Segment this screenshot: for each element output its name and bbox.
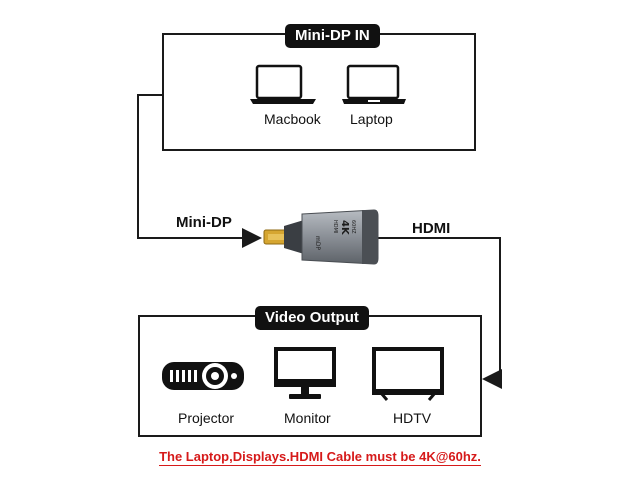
requirement-note-text: The Laptop,Displays.HDMI Cable must be 4… [159,449,481,466]
hdmi-label: HDMI [412,220,451,237]
macbook-label: Macbook [264,111,321,127]
mini-dp-label: Mini-DP [176,214,232,231]
hdtv-icon [372,347,444,401]
mini-dp-wire [137,94,262,248]
input-box [162,33,476,151]
svg-text:mDP: mDP [314,236,321,250]
laptop-label: Laptop [350,111,393,127]
adapter-text-60hz: 60HZ [350,220,356,234]
projector-label: Projector [178,410,235,426]
adapter-text-hdmi: HDMI [332,220,338,233]
adapter-icon: mDP HDMI 4K 60HZ [263,209,379,265]
projector-icon [162,362,244,390]
monitor-icon [274,347,336,399]
input-box-title: Mini-DP IN [285,24,380,48]
adapter-text-4k: 4K [339,220,350,236]
hdmi-wire [378,237,502,389]
macbook-icon [250,64,316,104]
laptop-icon [342,64,406,104]
monitor-label: Monitor [284,410,331,426]
requirement-note: The Laptop,Displays.HDMI Cable must be 4… [0,448,640,466]
hdtv-label: HDTV [393,410,432,426]
output-box-title: Video Output [255,306,369,330]
